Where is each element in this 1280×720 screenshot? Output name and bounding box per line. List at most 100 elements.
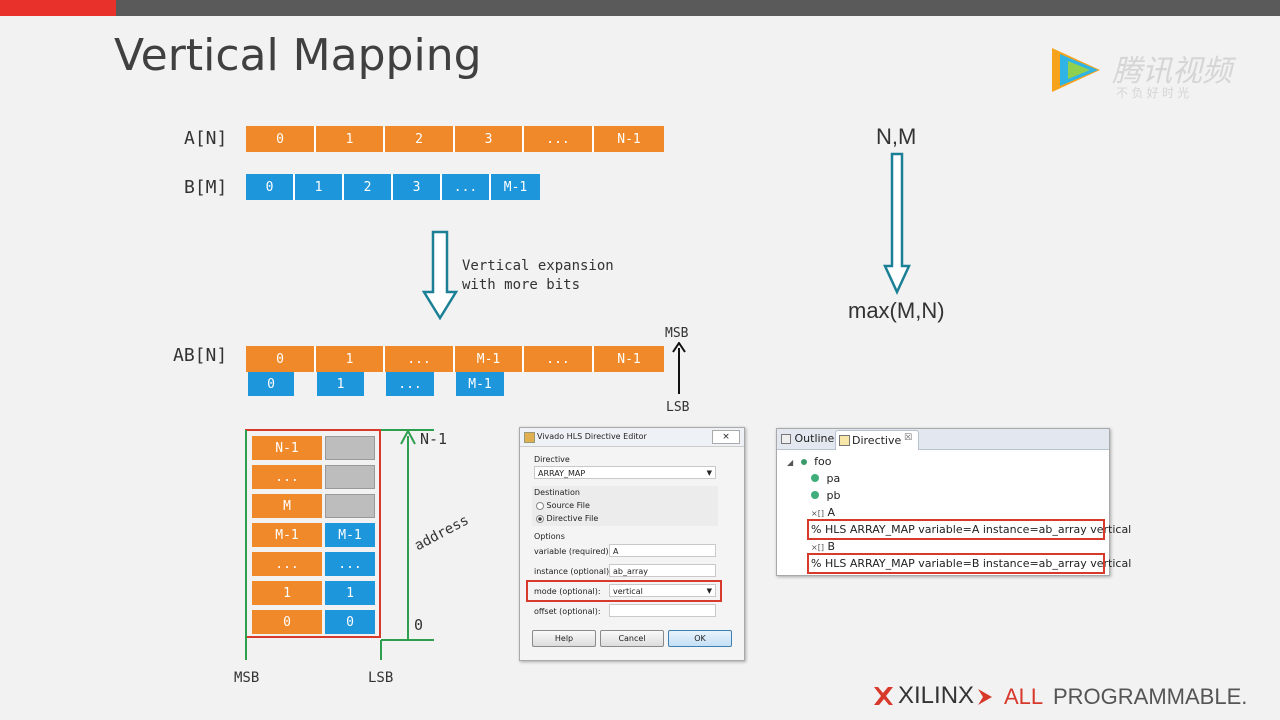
footer-tagline-rest: PROGRAMMABLE. bbox=[1053, 684, 1248, 709]
side-top-label: N,M bbox=[876, 124, 917, 149]
array-ab-label: AB[N] bbox=[173, 345, 228, 366]
directive-file-radio[interactable]: Directive File bbox=[536, 514, 598, 523]
array-ab-cell: M-1 bbox=[455, 346, 524, 372]
function-icon bbox=[800, 459, 807, 465]
video-logo bbox=[1046, 44, 1106, 96]
directive-a-text: HLS ARRAY_MAP variable=A instance=ab_arr… bbox=[824, 523, 1132, 536]
array-ab-cell: ... bbox=[385, 346, 455, 372]
watermark-title: 腾讯视频 bbox=[1112, 55, 1232, 88]
memory-right-cell-empty bbox=[325, 436, 375, 460]
memory-right-cell: 0 bbox=[325, 610, 375, 634]
array-ab-bottom-cell: ... bbox=[386, 372, 434, 396]
array-a-cell: N-1 bbox=[594, 126, 664, 152]
directive-b-highlight bbox=[807, 553, 1105, 574]
array-ab-cell: 1 bbox=[316, 346, 385, 372]
directive-file-label: Directive File bbox=[546, 514, 599, 523]
tree-item-pa[interactable]: pa bbox=[811, 472, 840, 485]
tab-directive[interactable]: Directive ☒ bbox=[835, 430, 919, 450]
array-ab-cell: 0 bbox=[246, 346, 316, 372]
slide-title: Vertical Mapping bbox=[114, 30, 482, 81]
array-a: 0 1 2 3 ... N-1 bbox=[246, 126, 664, 152]
directive-a-highlight bbox=[807, 519, 1105, 540]
array-ab-cell: ... bbox=[524, 346, 594, 372]
cancel-button[interactable]: Cancel bbox=[600, 630, 664, 647]
instance-field[interactable]: ab_array bbox=[609, 564, 716, 577]
radio-empty-icon bbox=[536, 501, 544, 510]
outline-icon bbox=[781, 434, 791, 444]
memory-left-cell: ... bbox=[252, 465, 322, 489]
array-ab-bottom-cell: M-1 bbox=[456, 372, 504, 396]
help-button[interactable]: Help bbox=[532, 630, 596, 647]
side-bottom-label: max(M,N) bbox=[848, 298, 945, 323]
array-ab-top: 0 1 ... M-1 ... N-1 bbox=[246, 346, 664, 372]
tree-root[interactable]: ◢ foo bbox=[787, 455, 832, 468]
directive-b-text: HLS ARRAY_MAP variable=B instance=ab_arr… bbox=[824, 557, 1132, 570]
watermark-subtitle: 不 负 好 时 光 bbox=[1116, 86, 1190, 100]
directive-b-row[interactable]: % HLS ARRAY_MAP variable=B instance=ab_a… bbox=[811, 557, 1131, 570]
array-a-cell: 0 bbox=[246, 126, 316, 152]
chevron-down-icon: ▼ bbox=[706, 469, 712, 477]
array-b-cell: 1 bbox=[295, 174, 344, 200]
array-b-cell: 3 bbox=[393, 174, 442, 200]
dialog-app-icon bbox=[524, 432, 535, 443]
tree-var-a-label: A bbox=[827, 506, 835, 519]
radio-selected-icon bbox=[536, 514, 544, 523]
mode-select[interactable]: vertical ▼ bbox=[609, 584, 716, 597]
destination-group bbox=[532, 486, 718, 526]
lsb-label: LSB bbox=[666, 400, 690, 415]
memory-left-cell: ... bbox=[252, 552, 322, 576]
tree-var-b-label: B bbox=[827, 540, 835, 553]
array-b-cell: ... bbox=[442, 174, 491, 200]
xilinx-logo-icon bbox=[872, 685, 894, 707]
directive-panel: Outline Directive ☒ ◢ foo pa pb ×[] A % … bbox=[776, 428, 1131, 576]
offset-field[interactable] bbox=[609, 604, 716, 617]
variable-field[interactable]: A bbox=[609, 544, 716, 557]
tree-item-pb[interactable]: pb bbox=[811, 489, 840, 502]
array-ab-bottom-cell: 1 bbox=[317, 372, 364, 396]
chevron-right-icon bbox=[976, 688, 994, 706]
array-a-cell: ... bbox=[524, 126, 594, 152]
array-b: 0 1 2 3 ... M-1 bbox=[246, 174, 540, 200]
memory-msb-label: MSB bbox=[234, 670, 260, 686]
directive-tab-icon bbox=[839, 435, 850, 446]
array-ab-bottom-cell: 0 bbox=[248, 372, 294, 396]
array-a-cell: 3 bbox=[455, 126, 524, 152]
footer-brand: XILINX bbox=[898, 682, 975, 709]
memory-right-cell-empty bbox=[325, 465, 375, 489]
top-bar-accent bbox=[0, 0, 116, 16]
instance-label: instance (optional): bbox=[534, 567, 612, 576]
directive-select-value: ARRAY_MAP bbox=[538, 469, 586, 478]
directive-percent-icon: % bbox=[811, 523, 822, 536]
port-icon bbox=[811, 474, 819, 482]
tree-item-label: pb bbox=[826, 489, 841, 502]
tree-item-label: pa bbox=[826, 472, 841, 485]
dialog-title: Vivado HLS Directive Editor bbox=[537, 432, 647, 441]
dialog-close-button[interactable]: × bbox=[712, 430, 740, 444]
tree-var-b[interactable]: ×[] B bbox=[811, 540, 835, 553]
memory-right-cell: ... bbox=[325, 552, 375, 576]
directive-select[interactable]: ARRAY_MAP ▼ bbox=[534, 466, 716, 479]
tab-outline-label: Outline bbox=[794, 432, 835, 445]
chevron-down-icon: ▼ bbox=[706, 587, 712, 595]
directive-percent-icon: % bbox=[811, 557, 822, 570]
ok-button[interactable]: OK bbox=[668, 630, 732, 647]
memory-right-cell: 1 bbox=[325, 581, 375, 605]
tab-directive-label: Directive bbox=[852, 434, 902, 447]
offset-label: offset (optional): bbox=[534, 607, 601, 616]
tab-close-icon[interactable]: ☒ bbox=[904, 433, 913, 443]
directive-a-row[interactable]: % HLS ARRAY_MAP variable=A instance=ab_a… bbox=[811, 523, 1131, 536]
memory-right-cell: M-1 bbox=[325, 523, 375, 547]
source-file-label: Source File bbox=[546, 501, 590, 510]
array-a-cell: 1 bbox=[316, 126, 385, 152]
tree-var-a[interactable]: ×[] A bbox=[811, 506, 835, 519]
source-file-radio[interactable]: Source File bbox=[536, 501, 590, 510]
options-label: Options bbox=[534, 532, 565, 541]
memory-right-cell-empty bbox=[325, 494, 375, 518]
tab-outline[interactable]: Outline bbox=[781, 432, 834, 445]
top-bar bbox=[0, 0, 1280, 16]
port-icon bbox=[811, 491, 819, 499]
expand-icon: ◢ bbox=[787, 458, 794, 467]
memory-left-cell: M-1 bbox=[252, 523, 322, 547]
dialog-titlebar: Vivado HLS Directive Editor × bbox=[520, 428, 744, 447]
msb-arrow bbox=[671, 341, 687, 396]
